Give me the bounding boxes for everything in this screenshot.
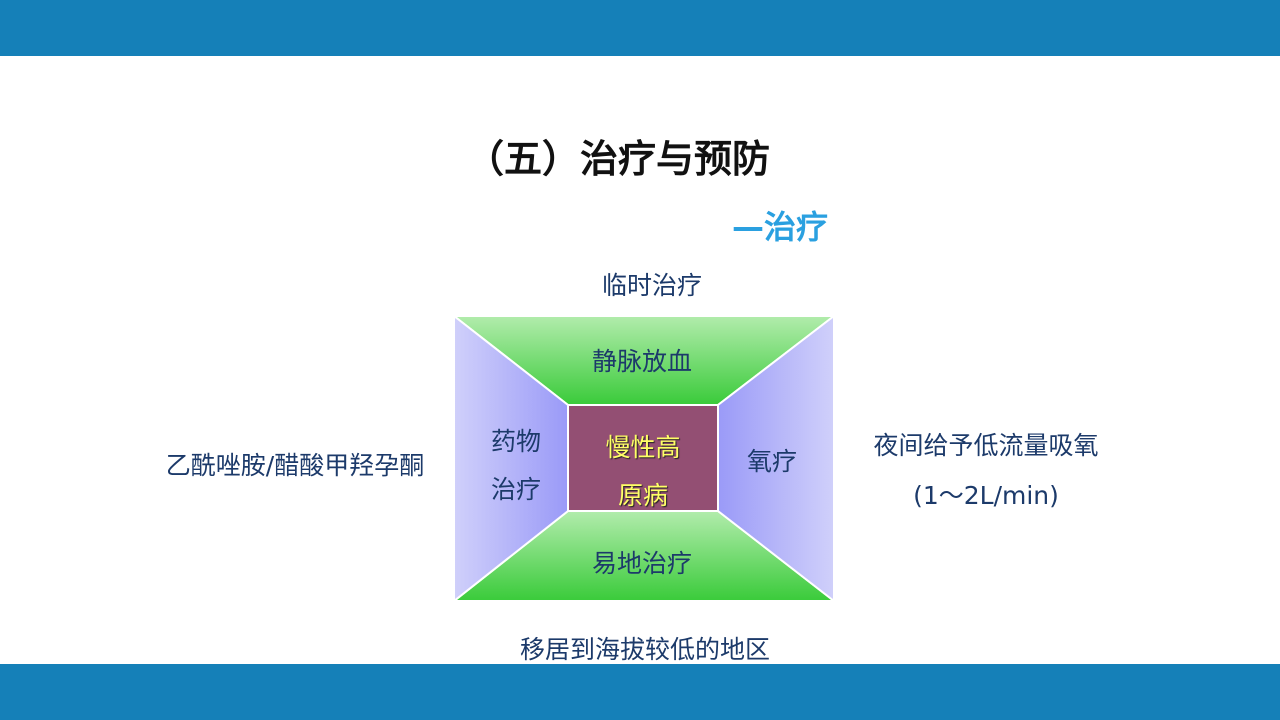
center-line2: 原病 xyxy=(617,481,668,510)
segment-bottom-label: 易地治疗 xyxy=(591,549,692,578)
segment-left-line1: 药物 xyxy=(490,427,541,456)
outer-label-right-line1: 夜间给予低流量吸氧 xyxy=(873,431,1099,460)
center-label: 慢性高 原病 xyxy=(568,424,718,520)
slide-title: （五）治疗与预防 xyxy=(465,137,770,181)
bottom-band xyxy=(0,664,1280,720)
segment-left-label: 药物 治疗 xyxy=(474,418,558,514)
outer-label-bottom: 移居到海拔较低的地区 xyxy=(519,635,770,664)
top-band xyxy=(0,0,1280,56)
outer-label-top: 临时治疗 xyxy=(601,271,702,300)
outer-label-right-line2: (1～2L/min) xyxy=(913,481,1059,510)
segment-right-label: 氧疗 xyxy=(746,447,797,476)
outer-label-left: 乙酰唑胺/醋酸甲羟孕酮 xyxy=(165,451,425,480)
segment-left-line2: 治疗 xyxy=(490,475,541,504)
center-box xyxy=(567,404,719,512)
center-line1: 慢性高 xyxy=(605,433,681,462)
slide-subtitle: —治疗 xyxy=(732,208,829,246)
segment-top-label: 静脉放血 xyxy=(591,347,692,376)
